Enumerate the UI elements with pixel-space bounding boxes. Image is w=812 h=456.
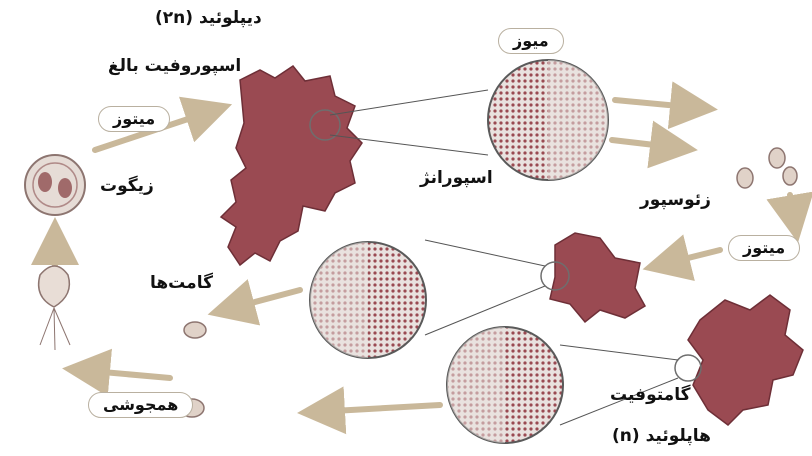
sporangium-magnified [488,60,608,180]
label-haploid: هاپلوئید (n) [612,428,711,445]
label-sporangium: اسپورانژ [420,170,493,187]
zygote-cell [25,155,85,215]
label-mitosis-right: میتوز [728,235,800,261]
arrow-gametophyte-to-gametes [315,405,440,412]
label-zoospore: زئوسپور [640,192,711,209]
arrow-to-gametes-left [225,290,300,310]
arrow-gamete-fusion [80,370,170,378]
label-mitosis-top: میتوز [98,106,170,132]
gametangium-magnified-lower [447,327,563,443]
label-fertilization: همجوشی [88,392,193,418]
germling [39,266,70,350]
label-zygote: زیگوت [100,178,154,195]
arrow-meiosis-1 [615,100,700,108]
mature-sporophyte-thallus [221,66,362,265]
label-diploid: دیپلوئید (۲n) [155,10,262,27]
arrow-mitosis-right [660,250,720,265]
mature-gametophyte [675,295,803,425]
zoospores [737,148,797,188]
label-meiosis: میوز [498,28,564,54]
label-gametes: گامت‌ها [150,275,213,292]
young-gametophyte [541,233,645,322]
label-mature-sporophyte: اسپوروفیت بالغ [108,58,241,75]
label-gametophyte: گامتوفیت [610,387,690,404]
arrow-zoospore-down [790,195,795,225]
arrow-meiosis-2 [612,140,680,148]
gametangium-magnified-upper [310,242,426,358]
